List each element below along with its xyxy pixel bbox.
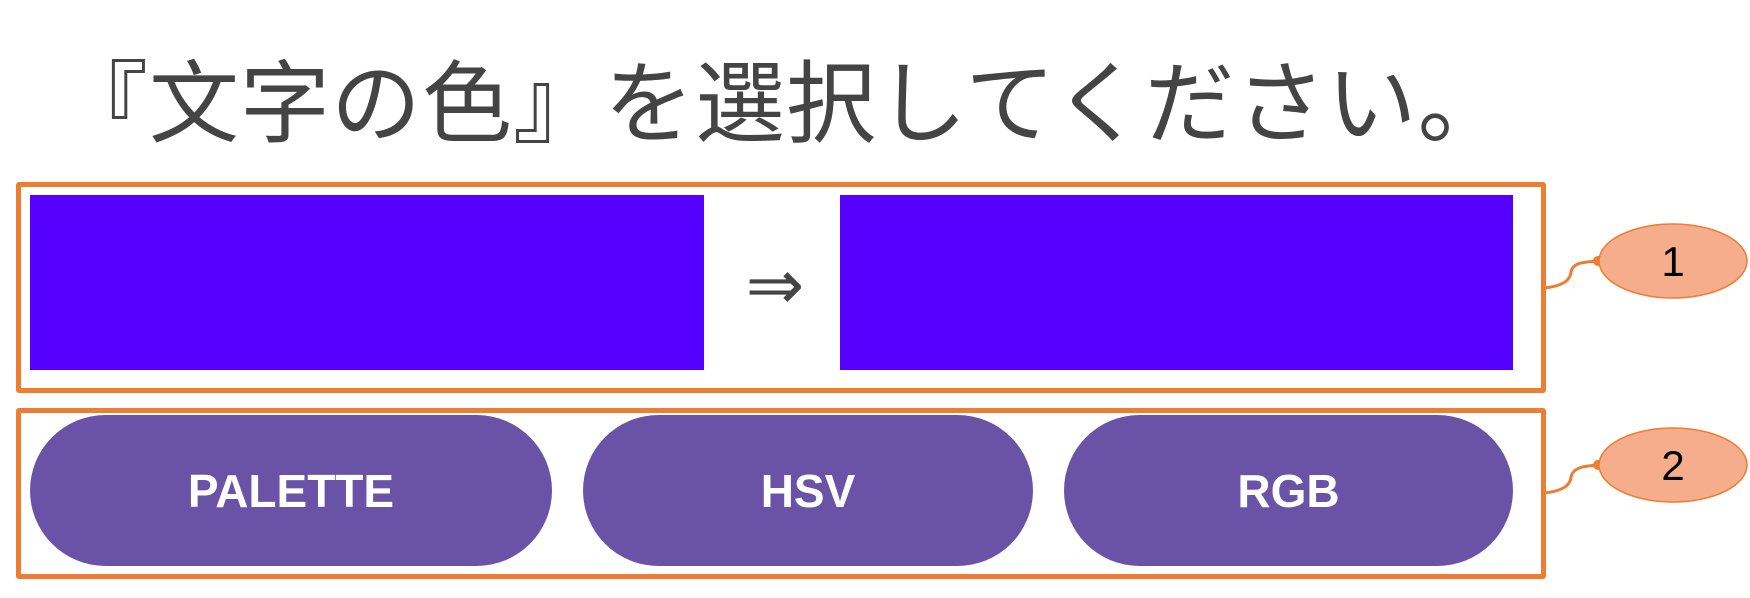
current-color-swatch — [30, 195, 704, 370]
annotation-box-1 — [16, 182, 1546, 393]
callout-label: 2 — [1661, 442, 1684, 489]
annotation-box-2 — [16, 408, 1546, 579]
callout-2: 2 — [1544, 427, 1748, 503]
callout-label: 1 — [1661, 238, 1684, 285]
rgb-button[interactable]: RGB — [1064, 415, 1513, 566]
page-title: 『文字の色』を選択してください。 — [58, 52, 1509, 157]
hsv-button[interactable]: HSV — [583, 415, 1033, 566]
callout-1: 1 — [1544, 223, 1748, 299]
arrow-icon: ⇒ — [745, 244, 805, 326]
palette-button[interactable]: PALETTE — [30, 415, 552, 566]
new-color-swatch — [840, 195, 1513, 370]
